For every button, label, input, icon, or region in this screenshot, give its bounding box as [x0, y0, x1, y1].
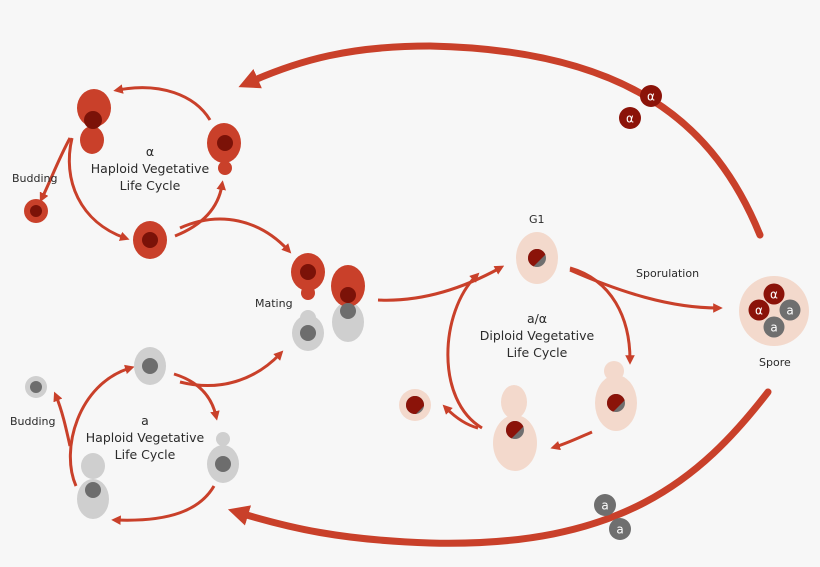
alpha-cycle-arrow-top: [113, 84, 212, 121]
alpha-cycle-arrow-left: [67, 137, 130, 241]
diploid-cycle-arrow-bottom: [550, 430, 593, 451]
a-cycle-line-1: Haploid Vegetative: [85, 430, 205, 445]
spore-glyph-alpha-2: α: [755, 304, 763, 318]
alpha-cycle-symbol: α: [145, 144, 155, 159]
a-cycle-symbol: a: [141, 413, 149, 428]
released-glyph-alpha-1: α: [647, 90, 655, 104]
alpha-cell-right: [207, 123, 241, 175]
alpha-cell-bottom: [133, 221, 167, 259]
mating-pair-left: [291, 253, 325, 351]
return-arrow-alpha: [238, 42, 764, 239]
diploid-cycle-symbol: a/α: [526, 311, 548, 326]
a-cycle-arrow-right: [173, 372, 220, 421]
sporulation-arrow: [569, 268, 723, 313]
alpha-cycle-line-1: Haploid Vegetative: [90, 161, 210, 176]
mating-to-g1-arrow: [377, 265, 505, 302]
a-cycle-line-2: Life Cycle: [114, 447, 176, 462]
diploid-cycle-label: a/α Diploid Vegetative Life Cycle: [467, 310, 607, 361]
diploid-cycle-line-2: Life Cycle: [506, 345, 568, 360]
budding-arrow-alpha: [39, 137, 72, 203]
diploid-cycle-arrow-right: [569, 266, 635, 365]
diploid-cell-budding: [595, 361, 637, 431]
spore-label: Spore: [759, 356, 791, 369]
a-cycle-arrow-left: [68, 364, 135, 487]
spore-glyph-a-1: a: [786, 304, 793, 318]
released-alpha-spores: α α: [619, 85, 662, 129]
a-cell-budding: [77, 453, 109, 519]
diploid-cell-g1: [516, 232, 558, 284]
return-arrow-a: [227, 388, 772, 547]
released-a-spores: a a: [594, 494, 631, 540]
g1-label: G1: [529, 213, 545, 226]
a-bud-small: [25, 376, 47, 398]
diploid-bud-small: [399, 389, 431, 421]
alpha-cycle-arrow-right: [174, 180, 226, 238]
diploid-cell-large: [493, 385, 537, 471]
a-to-mating-arrow: [179, 350, 284, 387]
released-glyph-alpha-2: α: [626, 112, 634, 126]
a-cell-top: [134, 347, 166, 385]
budding-arrow-a: [53, 391, 72, 447]
sporulation-label: Sporulation: [636, 267, 700, 280]
released-glyph-a-2: a: [616, 523, 623, 537]
mating-pair-right: [331, 265, 365, 342]
released-glyph-a-1: a: [601, 499, 608, 513]
alpha-bud-small: [24, 199, 48, 223]
mating-label: Mating: [255, 297, 293, 310]
diploid-cycle-line-1: Diploid Vegetative: [479, 328, 595, 343]
spore-glyph-alpha-1: α: [770, 288, 778, 302]
alpha-to-mating-arrow: [179, 217, 292, 254]
budding-label-top: Budding: [12, 172, 58, 185]
a-cycle-arrow-bottom: [111, 485, 216, 525]
spore-glyph-a-2: a: [770, 321, 777, 335]
a-haploid-cycle-label: a Haploid Vegetative Life Cycle: [75, 412, 215, 463]
spore-tetrad: α α a a: [739, 276, 809, 346]
a-cell-right: [207, 432, 239, 483]
diploid-cycle-arrow-left: [446, 272, 483, 430]
alpha-haploid-cycle-label: α Haploid Vegetative Life Cycle: [80, 143, 220, 194]
alpha-cell-budding: [77, 89, 111, 154]
alpha-cycle-line-2: Life Cycle: [119, 178, 181, 193]
budding-label-bottom: Budding: [10, 415, 56, 428]
diploid-budding-arrow: [442, 404, 479, 430]
